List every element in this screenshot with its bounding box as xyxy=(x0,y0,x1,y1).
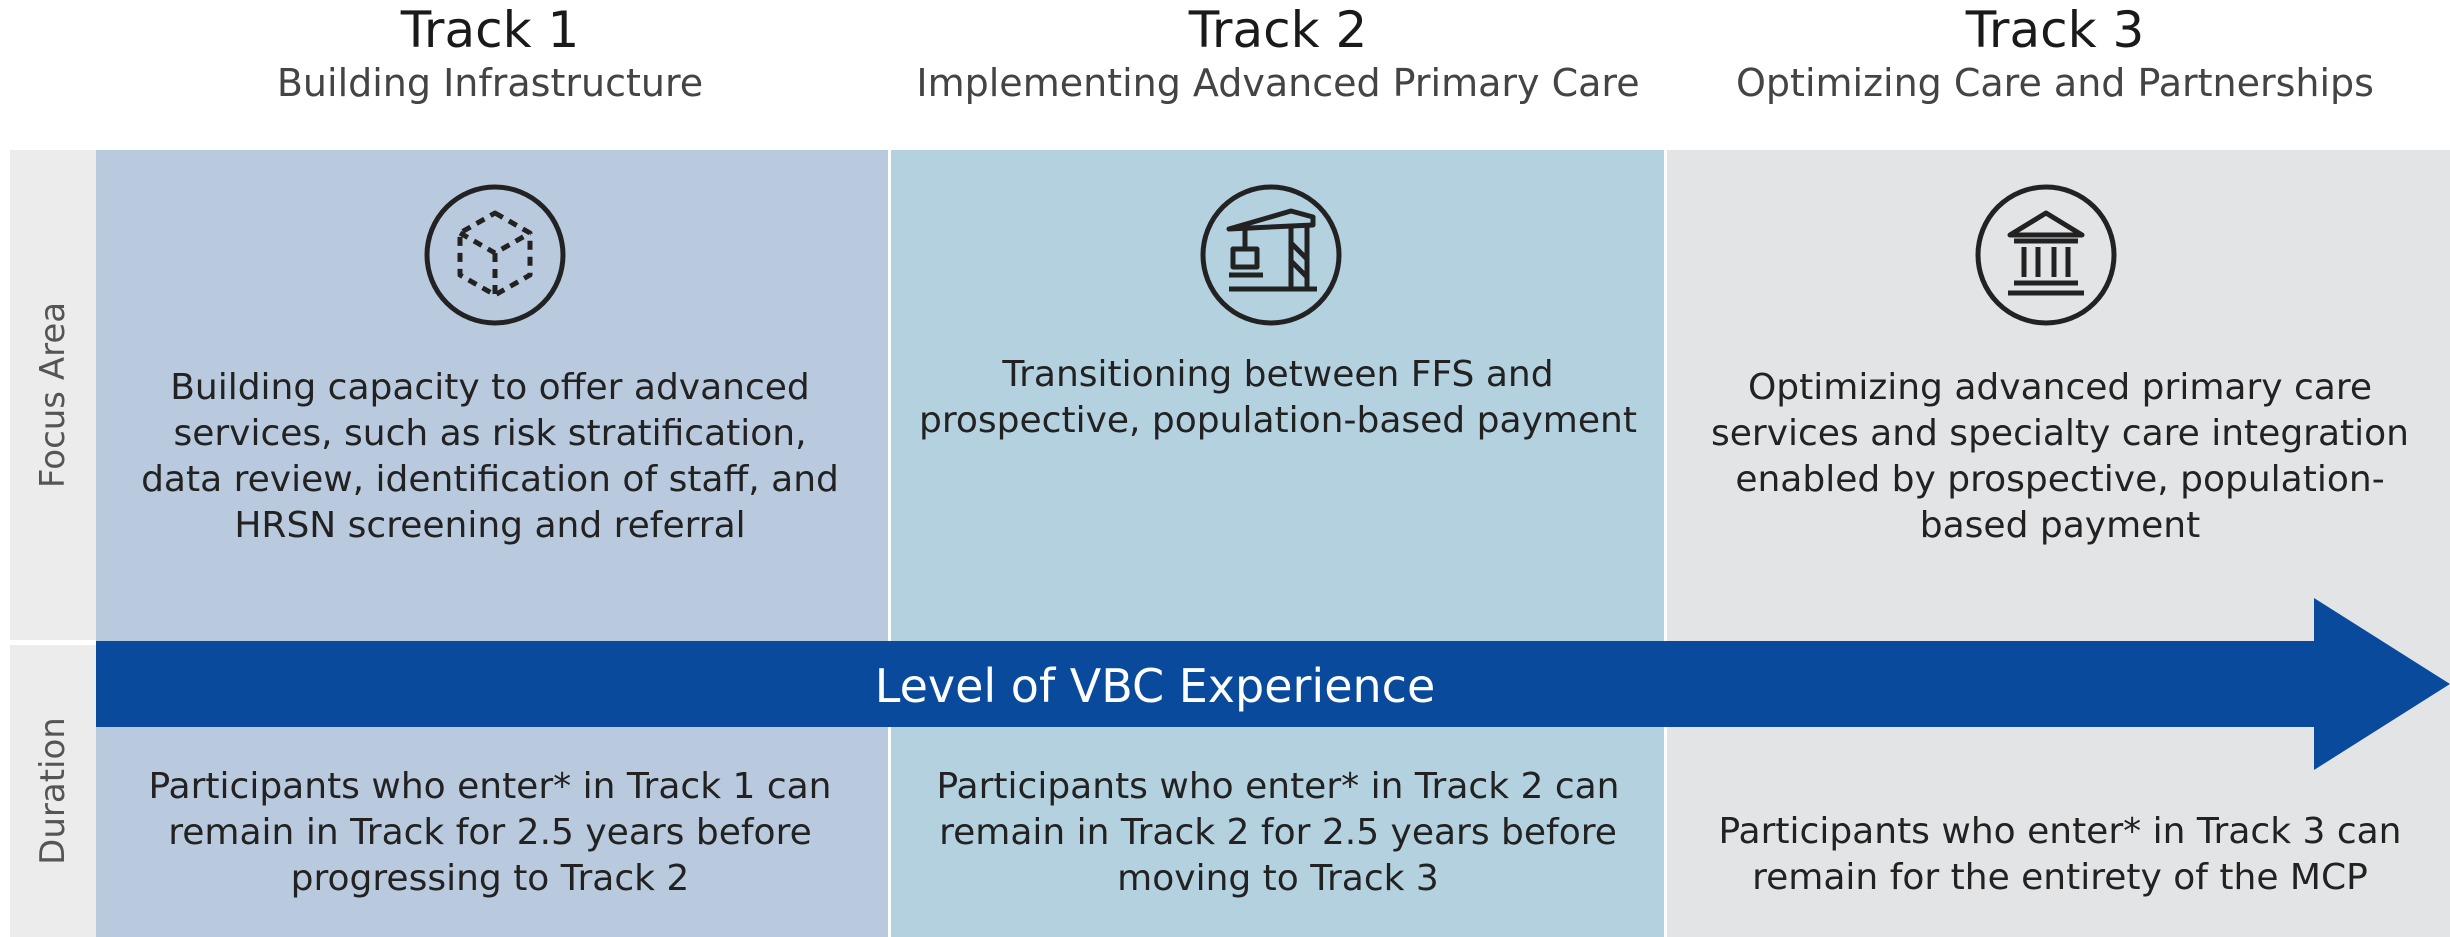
track-2-header: Track 2 Implementing Advanced Primary Ca… xyxy=(888,0,1668,108)
track-1-title: Track 1 xyxy=(400,1,580,59)
track-3-duration-text: Participants who enter* in Track 3 can r… xyxy=(1718,811,2402,898)
arrow-label: Level of VBC Experience xyxy=(0,658,2450,714)
track-3-title: Track 3 xyxy=(1965,1,2145,59)
column-divider xyxy=(1664,150,1667,937)
institution-icon xyxy=(1974,183,2118,327)
track-3-subtitle: Optimizing Care and Partnerships xyxy=(1736,61,2374,105)
crane-icon xyxy=(1199,183,1343,327)
cube-icon xyxy=(423,183,567,327)
track-1-duration-text: Participants who enter* in Track 1 can r… xyxy=(148,766,832,899)
arrow-label-text: Level of VBC Experience xyxy=(874,659,1436,713)
focus-area-label-text: Focus Area xyxy=(33,301,73,489)
column-divider xyxy=(888,150,891,937)
track-2-duration-text: Participants who enter* in Track 2 can r… xyxy=(936,766,1620,899)
track-3-focus-text: Optimizing advanced primary care service… xyxy=(1710,367,2409,546)
vbc-experience-arrow xyxy=(96,596,2450,772)
track-2-subtitle: Implementing Advanced Primary Care xyxy=(916,61,1640,105)
track-3-header: Track 3 Optimizing Care and Partnerships xyxy=(1665,0,2445,108)
track-1-header: Track 1 Building Infrastructure xyxy=(100,0,880,108)
focus-area-row-label: Focus Area xyxy=(10,150,96,640)
track-1-focus-text: Building capacity to offer advanced serv… xyxy=(141,367,839,546)
track-2-title: Track 2 xyxy=(1188,1,1368,59)
track-2-column xyxy=(890,150,1664,937)
duration-row-label: Duration xyxy=(10,645,96,937)
track-1-column xyxy=(96,150,888,937)
duration-label-text: Duration xyxy=(33,717,73,865)
track-2-focus-text: Transitioning between FFS and prospectiv… xyxy=(919,354,1637,441)
track-1-subtitle: Building Infrastructure xyxy=(276,61,704,105)
